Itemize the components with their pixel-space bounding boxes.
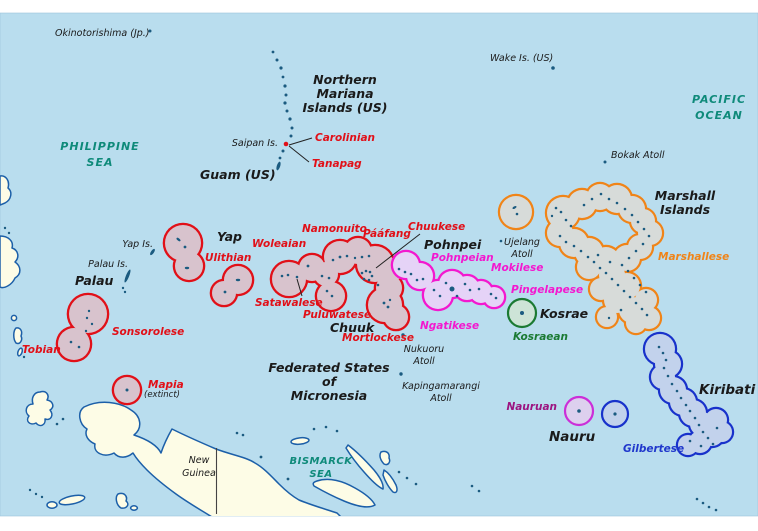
label-lang-gilbertese: Gilbertese [623,443,684,455]
label-kosrae: Kosrae [540,306,588,321]
saipan-highlight-dot [283,141,289,147]
landmasses [0,175,398,516]
label-lang-woleaian: Woleaian [252,238,306,250]
label-lang-pingelapese: Pingelapese [511,284,583,296]
marshallese-language-area [497,181,665,336]
label-yap: Yap [217,229,242,244]
label-kiribati: Kiribati [699,382,756,398]
label-lang-mokilese: Mokilese [491,262,543,274]
label-saipan: Saipan Is. [232,138,278,149]
label-okinotorishima: Okinotorishima (Jp.) [55,28,150,39]
label-lang-tobian: Tobian [22,344,61,356]
label-lang-nauruan: Nauruan [506,401,557,413]
label-nauru: Nauru [549,429,596,445]
label-lang-marshallese: Marshallese [658,251,729,263]
label-wake-island: Wake Is. (US) [490,53,553,64]
leader-lines [288,137,421,297]
label-lang-mortlockese: Mortlockese [342,332,414,344]
label-chuuk: Chuuk [330,320,375,335]
label-mapia-extinct-note: (extinct) [144,390,180,400]
label-lang-pohnpeian: Pohnpeian [431,252,494,264]
label-lang-carolinian: Carolinian [315,132,375,144]
island-dots [3,29,719,512]
label-lang-mapia: Mapia [148,379,184,391]
label-lang-satawalese: Satawalese [255,297,323,309]
pohnpeic-language-areas [390,249,507,312]
label-lang-ngatikese: Ngatikese [420,320,479,332]
label-lang-namonuito: Namonuito [302,223,367,235]
label-bokak-atoll: Bokak Atoll [611,150,665,161]
label-lang-kosraean: Kosraean [513,331,568,343]
label-palau-islands: Palau Is. [88,259,128,270]
label-lang-tanapag: Tanapag [312,158,362,170]
label-guam: Guam (US) [200,167,276,182]
label-palau: Palau [75,273,114,288]
label-lang-chuukese: Chuukese [408,221,465,233]
label-lang-sonsorolese: Sonsorolese [112,326,184,338]
label-yap-islands: Yap Is. [122,239,153,250]
label-lang-paafang: Pááfang [363,228,411,240]
label-lang-ulithian: Ulithian [205,252,251,264]
label-pohnpei: Pohnpei [424,237,482,252]
chuukic-language-areas [55,222,411,406]
label-lang-puluwatese: Puluwatese [303,309,371,321]
